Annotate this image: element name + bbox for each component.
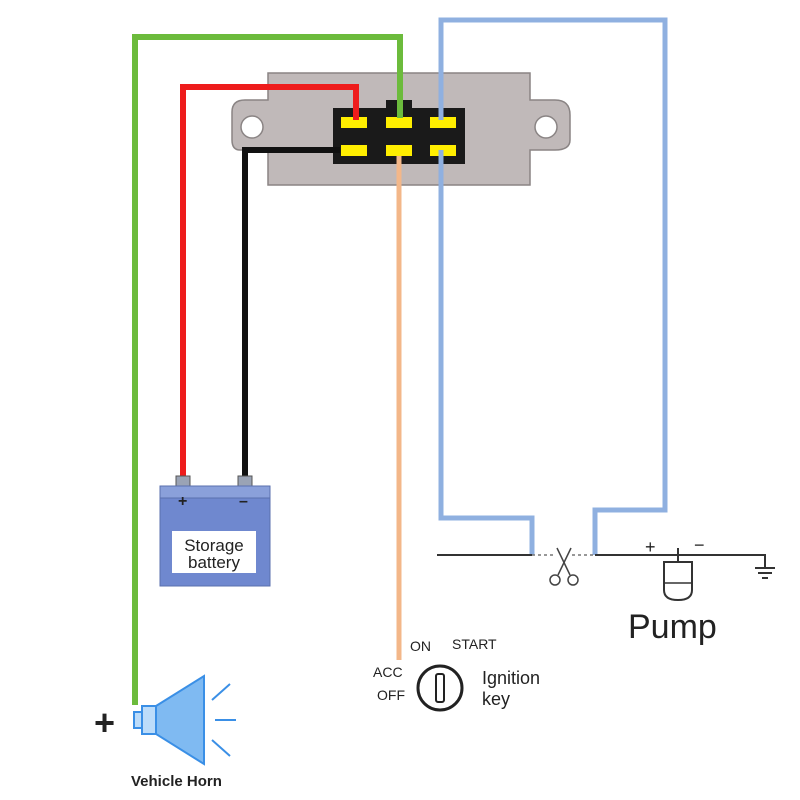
pin-top-left xyxy=(341,117,367,128)
pin-top-right xyxy=(430,117,456,128)
pin-bottom-left xyxy=(341,145,367,156)
mount-hole-right xyxy=(534,115,558,139)
vehicle-horn: + Vehicle Horn xyxy=(94,674,236,790)
pump-icon xyxy=(663,548,693,602)
horn-label: Vehicle Horn xyxy=(131,773,222,790)
ignition-label-start: START xyxy=(452,636,497,652)
horn-icon xyxy=(133,674,236,766)
pump-minus-sign: − xyxy=(694,535,705,555)
storage-battery: + – Storage battery xyxy=(159,475,271,587)
blue-wire-pump-return xyxy=(438,17,668,555)
ground-icon xyxy=(755,567,775,579)
blue-wire-switch-feed xyxy=(438,150,535,555)
battery-label-line1: Storage xyxy=(184,536,244,555)
pump-line xyxy=(595,554,766,568)
battery-minus-sign: – xyxy=(239,493,248,510)
black-wire xyxy=(242,147,340,478)
horn-plus-sign: + xyxy=(94,702,115,743)
ignition-label-on: ON xyxy=(410,638,431,654)
pump-label: Pump xyxy=(628,608,717,646)
red-wire xyxy=(180,84,359,478)
pin-bottom-middle xyxy=(386,145,412,156)
green-wire xyxy=(132,34,403,705)
ignition-label-acc: ACC xyxy=(373,664,403,680)
ignition-label-line1: Ignition xyxy=(482,668,540,688)
pump-circuit: + − Pump xyxy=(437,535,775,646)
pin-top-middle xyxy=(386,117,412,128)
ignition-label-line2: key xyxy=(482,689,510,709)
battery-label-box xyxy=(172,531,256,573)
battery-label-line2: battery xyxy=(188,553,240,572)
ignition-key-slot xyxy=(435,673,445,703)
battery-plus-sign: + xyxy=(178,493,187,510)
mount-hole-left xyxy=(240,115,264,139)
ignition-label-off: OFF xyxy=(377,687,405,703)
pump-plus-sign: + xyxy=(645,537,656,557)
scissors-icon xyxy=(549,547,579,586)
ignition-key: ON START ACC OFF Ignition key xyxy=(373,636,540,712)
